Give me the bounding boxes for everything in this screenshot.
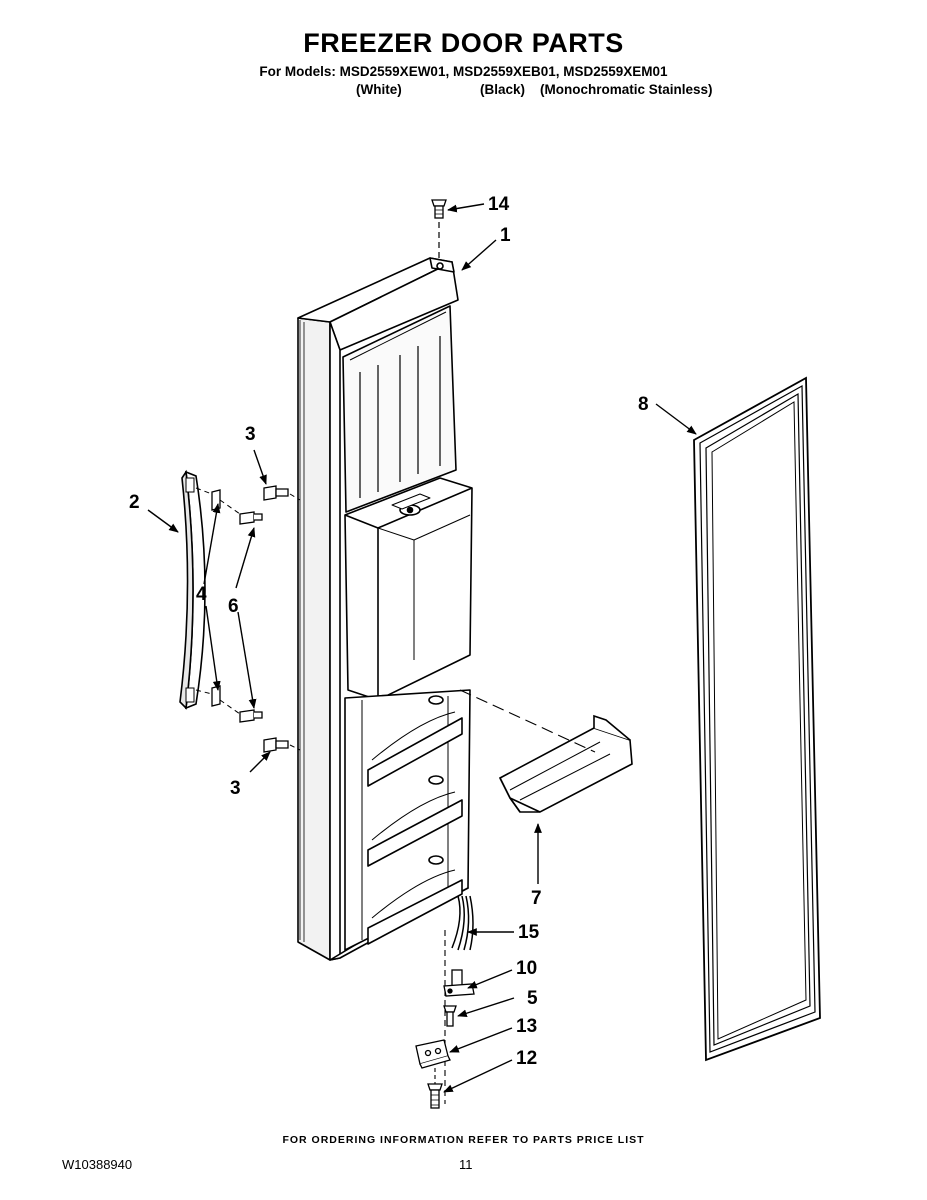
hinge-bolt <box>427 1083 443 1109</box>
callout-8: 8 <box>638 394 649 415</box>
document-code: W10388940 <box>62 1157 133 1172</box>
callout-15: 15 <box>518 922 540 943</box>
callout-3-top: 3 <box>245 424 256 445</box>
mounting-studs <box>263 485 289 753</box>
callout-2: 2 <box>129 492 140 513</box>
door-gasket <box>693 376 821 1062</box>
models-line: For Models: MSD2559XEW01, MSD2559XEB01, … <box>259 64 668 79</box>
door-handle <box>179 469 206 710</box>
page-title: FREEZER DOOR PARTS <box>303 28 624 58</box>
handle-screws <box>239 511 263 723</box>
top-screw <box>431 199 447 219</box>
ordering-note: FOR ORDERING INFORMATION REFER TO PARTS … <box>282 1134 645 1146</box>
callout-12: 12 <box>516 1048 537 1069</box>
wire-harness <box>451 895 474 951</box>
dispenser-trim <box>498 714 633 813</box>
variant-white: (White) <box>356 82 402 97</box>
handle-guide-lines <box>195 487 301 751</box>
bottom-hinge <box>415 1039 451 1069</box>
trim-guide-line <box>459 689 596 753</box>
callout-13: 13 <box>516 1016 537 1037</box>
hinge-screw <box>443 1005 457 1027</box>
callout-10: 10 <box>516 958 537 979</box>
variant-black: (Black) <box>480 82 526 97</box>
callout-5: 5 <box>527 988 538 1009</box>
variant-stainless: (Monochromatic Stainless) <box>540 82 713 97</box>
callout-6: 6 <box>228 596 239 617</box>
callout-4: 4 <box>196 584 207 605</box>
callout-1: 1 <box>500 225 511 246</box>
freezer-door <box>297 257 473 961</box>
callout-7: 7 <box>531 888 542 909</box>
callout-14: 14 <box>488 194 510 215</box>
callout-leaders <box>147 203 697 1093</box>
page-number: 11 <box>459 1157 473 1172</box>
hinge-bushing <box>443 969 475 997</box>
callout-3-bottom: 3 <box>230 778 241 799</box>
